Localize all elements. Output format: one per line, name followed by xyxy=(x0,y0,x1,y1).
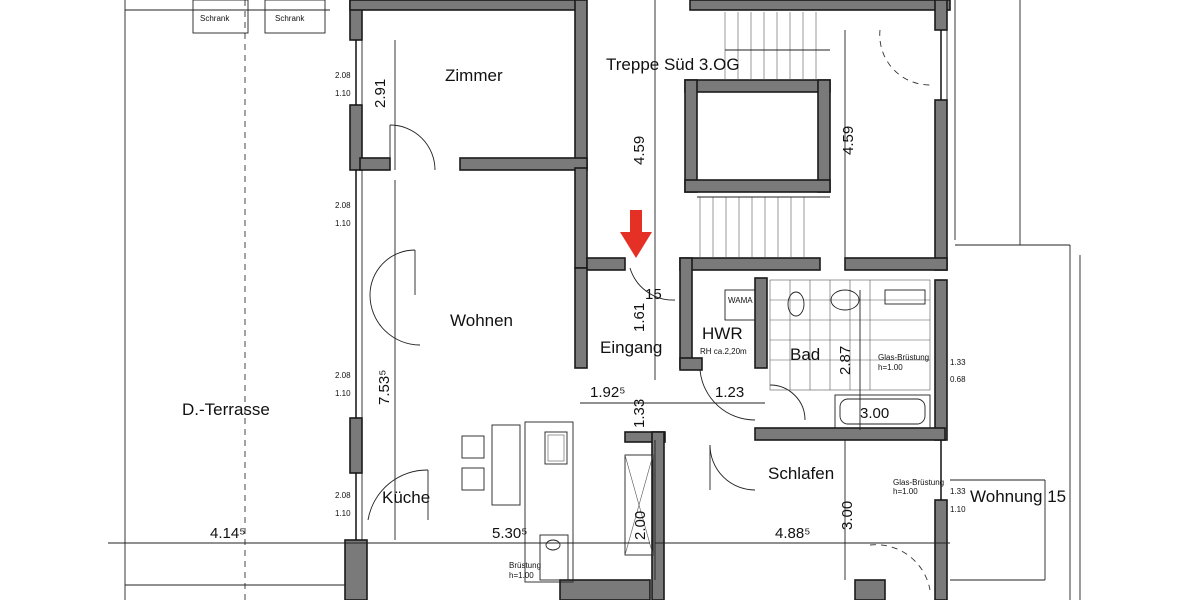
room-eingang: Eingang xyxy=(600,338,662,357)
win4-bot: 1.10 xyxy=(335,509,351,518)
staircase xyxy=(697,12,830,258)
walls xyxy=(344,0,951,600)
dimension-lines xyxy=(108,0,950,580)
dim-123: 1.23 xyxy=(715,384,744,401)
room-wohnen: Wohnen xyxy=(450,311,513,330)
dim-459-a: 4.59 xyxy=(631,136,648,165)
windows xyxy=(355,0,948,540)
doors xyxy=(367,29,931,591)
dim-200: 2.00 xyxy=(632,511,649,540)
dim-753: 7.53⁵ xyxy=(376,370,393,405)
win5-top: 1.33 xyxy=(950,358,966,367)
dim-291: 2.91 xyxy=(372,79,389,108)
room-bad: Bad xyxy=(790,345,820,364)
dim-459-b: 4.59 xyxy=(840,126,857,155)
glas-bruestung-1-b: h=1.00 xyxy=(878,363,903,372)
dim-133: 1.33 xyxy=(631,399,648,428)
bruestung-a: Brüstung xyxy=(509,561,541,570)
bathroom-fixtures: WAMA xyxy=(724,279,931,429)
glas-bruestung-2-a: Glas-Brüstung xyxy=(893,478,944,487)
room-kueche: Küche xyxy=(382,488,430,507)
win3-bot: 1.10 xyxy=(335,389,351,398)
dim-4145: 4.14⁵ xyxy=(210,525,245,542)
schrank-label-2: Schrank xyxy=(275,14,305,23)
win3-top: 2.08 xyxy=(335,371,351,380)
win6-bot: 1.10 xyxy=(950,505,966,514)
dim-1925: 1.92⁵ xyxy=(590,384,625,401)
room-zimmer: Zimmer xyxy=(445,66,503,85)
neighbor-outline xyxy=(950,0,1081,600)
win5-bot: 0.68 xyxy=(950,375,966,384)
room-hwr: HWR xyxy=(702,324,743,343)
dim-4885: 4.88⁵ xyxy=(775,525,810,542)
glas-bruestung-2-b: h=1.00 xyxy=(893,487,918,496)
schrank-label-1: Schrank xyxy=(200,14,230,23)
terrace-area: Schrank Schrank xyxy=(124,0,345,600)
bruestung-b: h=1.00 xyxy=(509,571,534,580)
win2-top: 2.08 xyxy=(335,201,351,210)
win1-bot: 1.10 xyxy=(335,89,351,98)
dim-287: 2.87 xyxy=(837,346,854,375)
dim-5305: 5.30⁵ xyxy=(492,525,527,542)
glas-bruestung-1-a: Glas-Brüstung xyxy=(878,353,929,362)
room-schlafen: Schlafen xyxy=(768,464,834,483)
dim-300-b: 3.00 xyxy=(839,501,856,530)
win6-top: 1.33 xyxy=(950,487,966,496)
dim-161: 1.61 xyxy=(631,303,648,332)
dim-300-bath: 3.00 xyxy=(860,405,889,422)
win4-top: 2.08 xyxy=(335,491,351,500)
room-treppe: Treppe Süd 3.OG xyxy=(606,55,740,74)
room-wohnung15: Wohnung 15 xyxy=(970,487,1066,506)
wama-label: WAMA xyxy=(728,296,753,305)
room-terrasse: D.-Terrasse xyxy=(182,400,270,419)
win1-top: 2.08 xyxy=(335,71,351,80)
entrance-arrow-icon xyxy=(620,210,652,258)
kitchen-furniture xyxy=(461,421,654,583)
stair-number: 15 xyxy=(645,286,662,303)
win2-bot: 1.10 xyxy=(335,219,351,228)
hwr-note: RH ca.2,20m xyxy=(700,347,747,356)
